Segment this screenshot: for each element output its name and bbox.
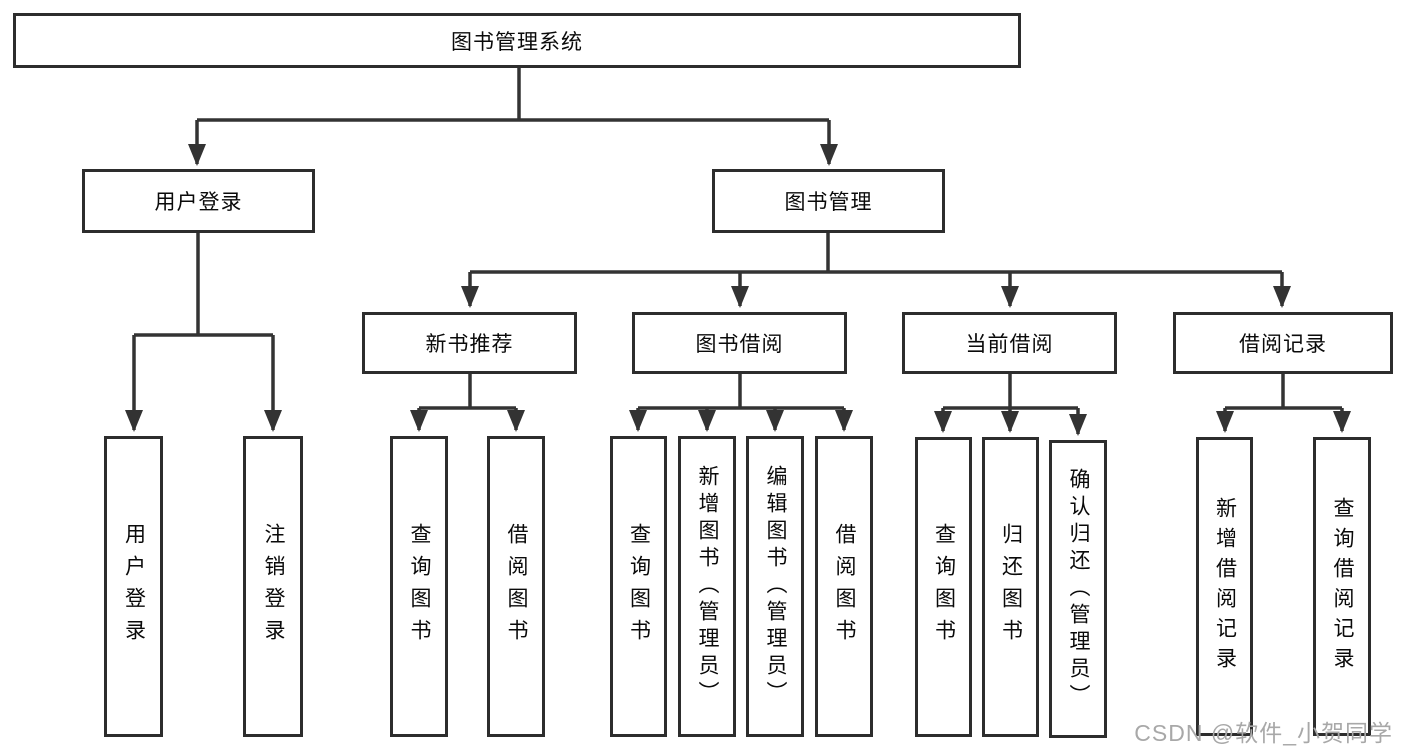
node-borrow-records-label: 借阅记录: [1239, 333, 1327, 356]
leaf-cb-confirm-return-admin: 确认归还（管理员）: [1049, 440, 1107, 738]
leaf-cb-return-books: 归还图书: [982, 437, 1039, 737]
leaf-bb-add-books-admin-label: 新增图书（管理员）: [696, 465, 719, 708]
node-user-login-label: 用户登录: [154, 191, 243, 214]
leaf-br-add-record: 新增借阅记录: [1196, 437, 1253, 736]
watermark: CSDN @软件_小贺同学: [1134, 720, 1393, 746]
leaf-bb-query-books: 查询图书: [610, 436, 667, 737]
leaf-bb-borrow-books: 借阅图书: [815, 436, 873, 737]
leaf-user-login: 用户登录: [104, 436, 163, 737]
leaf-cb-return-books-label: 归还图书: [999, 523, 1023, 651]
leaf-bb-query-books-label: 查询图书: [627, 522, 651, 651]
leaf-user-login-label: 用户登录: [122, 522, 146, 651]
node-user-login: 用户登录: [82, 169, 315, 233]
leaf-bb-borrow-books-label: 借阅图书: [833, 522, 856, 651]
node-new-book-recommend: 新书推荐: [362, 312, 577, 374]
node-book-borrow: 图书借阅: [632, 312, 847, 374]
leaf-cb-confirm-return-admin-label: 确认归还（管理员）: [1067, 467, 1090, 711]
node-current-borrow: 当前借阅: [902, 312, 1117, 374]
leaf-bb-edit-books-admin-label: 编辑图书（管理员）: [764, 465, 787, 708]
node-root: 图书管理系统: [13, 13, 1021, 68]
leaf-nb-borrow-books: 借阅图书: [487, 436, 545, 737]
node-book-management-label: 图书管理: [784, 191, 873, 214]
leaf-br-query-record: 查询借阅记录: [1313, 437, 1371, 736]
node-current-borrow-label: 当前借阅: [965, 333, 1054, 356]
leaf-logout-login-label: 注销登录: [262, 522, 285, 651]
leaf-nb-query-books-label: 查询图书: [408, 522, 431, 651]
node-new-book-recommend-label: 新书推荐: [425, 333, 514, 356]
node-borrow-records: 借阅记录: [1173, 312, 1393, 374]
leaf-nb-query-books: 查询图书: [390, 436, 448, 737]
node-book-management: 图书管理: [712, 169, 945, 233]
leaf-cb-query-books: 查询图书: [915, 437, 972, 737]
node-root-label: 图书管理系统: [451, 30, 583, 54]
leaf-br-add-record-label: 新增借阅记录: [1213, 496, 1237, 677]
leaf-cb-query-books-label: 查询图书: [932, 523, 956, 651]
leaf-bb-add-books-admin: 新增图书（管理员）: [678, 436, 736, 737]
leaf-logout-login: 注销登录: [243, 436, 303, 737]
leaf-bb-edit-books-admin: 编辑图书（管理员）: [746, 436, 804, 737]
node-book-borrow-label: 图书借阅: [695, 333, 784, 356]
leaf-nb-borrow-books-label: 借阅图书: [505, 522, 528, 651]
leaf-br-query-record-label: 查询借阅记录: [1331, 496, 1354, 677]
